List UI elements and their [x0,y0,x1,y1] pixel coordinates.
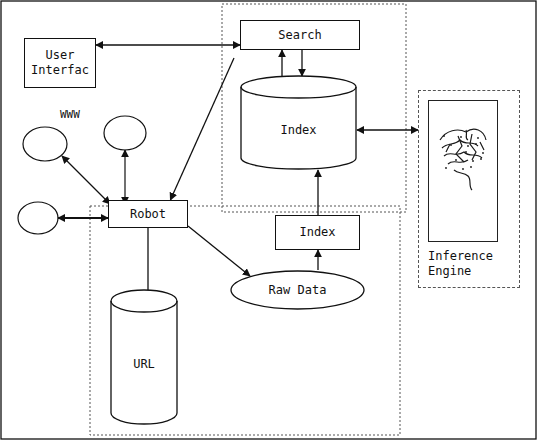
group-label: WWW [60,108,80,121]
sketch-dot [443,135,445,137]
process-box: Index [275,215,360,250]
cylinder-body [111,290,177,424]
robot-group [90,206,400,435]
sketch-dot [465,151,467,153]
www-site [18,202,58,234]
connector [301,50,302,76]
sketch-stroke [444,152,482,158]
sketch-dot [480,158,482,160]
interface-box: User Interfac [24,38,96,88]
connector [357,129,418,130]
node-text: User Interfac [25,48,95,78]
sketch-dot [450,144,452,146]
image-frame [429,101,498,242]
sketch-stroke [440,129,486,140]
process-box: Search [240,20,360,50]
connector [147,228,148,290]
sketch-stroke [446,142,484,152]
database-cylinder: URL [110,290,178,425]
connector [317,170,318,215]
sketch-stroke [470,134,476,160]
sketch-dot [472,160,474,162]
sketch-stroke [456,136,464,162]
node-text: Inference Engine [428,249,504,279]
www-link [58,217,108,219]
connector [170,58,234,200]
connector [317,250,318,270]
sketch-dot [462,168,464,170]
sketch-dot [445,167,447,169]
www-site [23,127,67,161]
connector [96,44,240,45]
database-cylinder: Index [240,76,357,170]
search-group [222,4,406,212]
node-text: Search [278,28,321,43]
www-site [104,116,146,150]
sketch-stroke [448,160,468,164]
process-box: Robot [108,200,188,228]
sketch-dot [475,143,477,145]
node-text: Index [280,123,316,138]
sketch-stroke [466,130,468,140]
cylinder-rim [111,301,177,312]
sketch-dot [455,159,457,161]
brain-illustration [428,100,498,242]
data-ellipse: Raw Data [230,270,365,310]
sketch-stroke [454,170,472,190]
cylinder-body [241,76,356,169]
engine-panel: Inference Engine [418,90,520,288]
www-link [62,156,110,204]
brain-sketch [440,129,486,190]
node-text: URL [133,357,155,372]
www-link [124,150,125,204]
connector [281,50,282,76]
node-text: Index [299,225,335,240]
ellipse-shape [231,271,364,309]
sketch-dot [482,152,484,154]
sketch-dot [460,136,462,138]
node-text: Raw Data [269,283,327,298]
sketch-dot [477,137,479,139]
cylinder-rim [241,87,356,98]
sketch-dot [467,145,469,147]
sketch-dot [470,166,472,168]
connector [188,226,250,276]
node-text: Robot [130,207,166,222]
